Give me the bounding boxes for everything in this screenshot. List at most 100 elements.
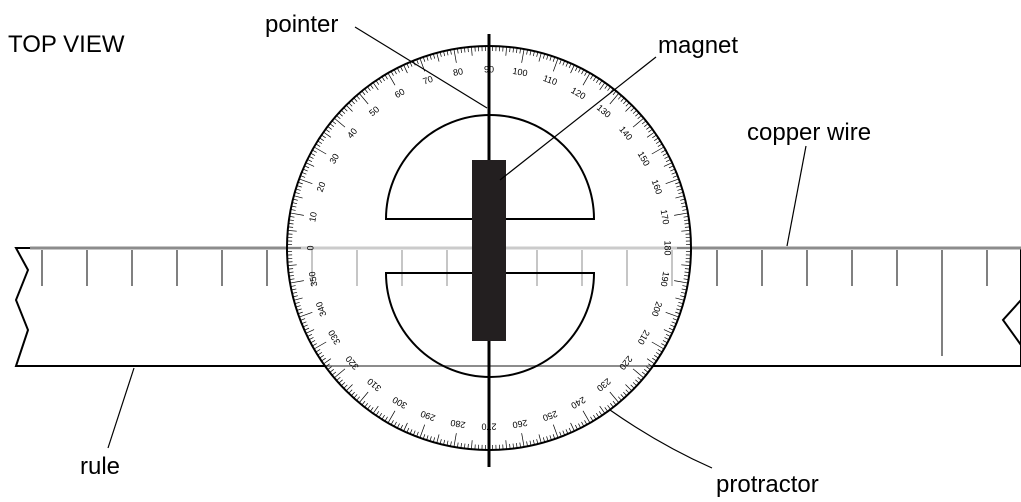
protractor-tick [426,435,429,441]
protractor-tick [384,74,388,80]
protractor-degree-label: 10 [307,211,319,223]
protractor-tick [654,354,659,359]
protractor-tick [568,63,572,69]
protractor-tick [356,95,361,100]
protractor-tick [334,368,346,379]
protractor-tick [516,443,518,449]
protractor-degree-label: 190 [659,271,671,288]
protractor-tick [321,134,326,139]
protractor-tick [684,226,690,228]
protractor-tick [680,202,686,205]
protractor-tick [519,442,521,448]
protractor-tick [664,155,670,159]
protractor-tick [512,47,514,53]
protractor-tick [683,278,689,280]
protractor-tick [607,86,611,91]
protractor-degree-label: 290 [419,409,437,424]
protractor-tick [331,120,337,125]
protractor-tick [294,301,300,305]
protractor-tick [471,440,473,450]
protractor-tick [296,185,302,188]
protractor-tick [672,318,678,321]
protractor-tick [400,424,403,430]
protractor-tick [348,389,353,394]
protractor-tick [307,159,313,162]
protractor-tick [598,411,603,416]
protractor-tick [460,443,462,449]
protractor-tick [293,297,303,301]
protractor-tick [336,115,341,120]
protractor-tick [375,411,380,416]
protractor-tick [680,198,686,201]
protractor-tick [519,48,521,54]
protractor-tick [367,405,371,410]
protractor-tick [581,69,585,75]
protractor-tick [304,165,310,169]
protractor-tick [369,84,374,89]
protractor-tick [607,405,611,410]
pointer-leader [354,26,488,109]
protractor-tick [575,66,578,72]
protractor-tick [317,352,323,356]
label-magnet: magnet [658,32,738,59]
protractor-tick [299,311,313,318]
protractor-tick [378,413,383,418]
protractor-tick [310,152,316,156]
protractor-tick [367,86,371,91]
protractor-tick [512,443,514,449]
protractor-tick [313,146,327,155]
protractor-tick [432,437,436,443]
protractor-tick [662,340,668,344]
protractor-leader [609,409,713,469]
protractor-tick [612,400,617,406]
protractor-tick [684,219,690,221]
protractor-tick [288,219,294,221]
protractor-degree-label: 20 [315,180,328,193]
magnet-holder-upper [384,114,596,220]
protractor-tick [663,329,673,334]
protractor-tick [356,396,361,401]
protractor-tick [665,311,679,318]
protractor-degree-label: 0 [305,245,315,250]
protractor-tick [570,64,575,74]
protractor-tick [300,318,306,321]
protractor-tick [290,280,304,284]
protractor-tick [681,230,691,232]
protractor-tick [565,61,569,67]
protractor-tick [302,324,308,328]
protractor-tick [646,131,655,138]
protractor-tick [350,100,355,105]
protractor-tick [315,143,321,147]
protractor-tick [457,442,459,448]
protractor-tick [559,59,562,65]
protractor-tick [657,349,663,353]
label-rule: rule [80,453,120,480]
protractor-tick [662,152,668,156]
protractor-tick [552,58,559,72]
protractor-tick [521,433,525,447]
protractor-tick [644,369,649,373]
protractor-tick [301,172,307,175]
protractor-tick [516,47,518,53]
protractor-tick [323,358,332,365]
protractor-tick [341,382,346,387]
protractor-tick [432,53,436,59]
protractor-tick [343,107,348,112]
protractor-tick [341,109,346,114]
protractor-tick [446,440,449,446]
protractor-tick [409,61,413,67]
magnet-leader [499,56,657,181]
protractor-tick [323,131,332,138]
protractor-tick [590,416,594,422]
protractor-tick [680,291,686,294]
protractor-tick [453,49,457,63]
protractor-tick [290,285,296,287]
protractor-tick [450,49,452,55]
protractor-tick [319,137,324,142]
protractor-tick [288,226,294,228]
protractor-tick [509,443,511,449]
protractor-tick [529,50,532,56]
protractor-tick [617,396,622,401]
protractor-tick [665,159,671,162]
protractor-tick [681,205,687,208]
